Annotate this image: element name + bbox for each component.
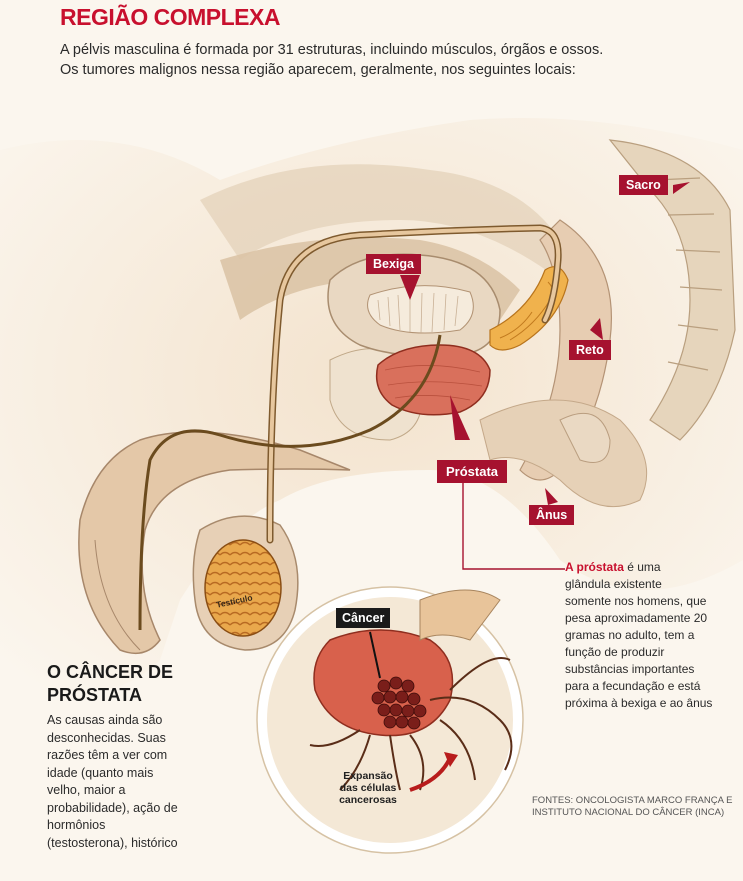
- label-cancer: Câncer: [336, 608, 391, 628]
- page-title: REGIÃO COMPLEXA: [60, 4, 280, 30]
- label-prostata: Próstata: [437, 460, 508, 483]
- prostate-note-line-0: A próstata é uma: [565, 560, 661, 574]
- prostate-note-line: somente nos homens, que: [565, 594, 707, 608]
- seminal-vesicle-shape: [489, 266, 569, 351]
- intro-line: Os tumores malignos nessa região aparece…: [60, 62, 576, 78]
- inset-magnifier: [256, 586, 524, 854]
- prostate-note-lead: A próstata: [565, 560, 624, 574]
- source-line: INSTITUTO NACIONAL DO CÂNCER (INCA): [532, 807, 725, 818]
- expansion-line: das células: [339, 782, 397, 794]
- prostate-note-line: substâncias importantes: [565, 662, 695, 676]
- cancer-title-line: O CÂNCER DE: [47, 662, 174, 682]
- cancer-body-line: (testosterona), histórico: [47, 835, 178, 850]
- intro-text: A pélvis masculina é formada por 31 estr…: [60, 40, 730, 80]
- cancer-body-line: As causas ainda são: [47, 713, 163, 727]
- vessels: [309, 657, 513, 791]
- label-anus: Ânus: [529, 505, 575, 525]
- cancer-body-line: velho, maior a: [47, 783, 126, 797]
- cancer-section-body: As causas ainda são desconhecidas. Suas …: [47, 712, 197, 852]
- sources-credit: FONTES: ONCOLOGISTA MARCO FRANÇA E INSTI…: [532, 795, 737, 819]
- source-line: FONTES: ONCOLOGISTA MARCO FRANÇA E: [532, 795, 733, 806]
- cancer-cells-cluster: [371, 676, 427, 730]
- expansion-line: cancerosas: [339, 794, 397, 806]
- prostate-note-line: próxima à bexiga e ao ânus: [565, 696, 713, 710]
- cancer-body-line: probabilidade), ação de: [47, 800, 178, 815]
- prostate-note-line: glândula existente: [565, 577, 662, 591]
- prostate-note-line: função de produzir: [565, 645, 665, 659]
- cancer-body-line: desconhecidas. Suas: [47, 730, 166, 745]
- cancer-body-line: razões têm a ver com: [47, 748, 168, 762]
- urethra-shape: [138, 334, 442, 631]
- prostate-leader-line: [462, 472, 565, 570]
- expansion-line: Expansão: [343, 770, 393, 782]
- prostate-note-line: gramas no adulto, tem a: [565, 628, 695, 642]
- prostate-note-line: para a fecundação e está: [565, 679, 701, 693]
- prostate-note-line: pesa aproximadamente 20: [565, 611, 708, 625]
- label-reto: Reto: [569, 340, 611, 360]
- expansion-label: Expansão das células cancerosas: [328, 770, 408, 806]
- prostate-description: A próstata é uma glândula existente some…: [565, 559, 740, 712]
- cancer-title-line: PRÓSTATA: [47, 685, 142, 705]
- cancer-body-line: idade (quanto mais: [47, 765, 154, 780]
- testicle-shape: [204, 539, 282, 637]
- cancer-body-line: hormônios: [47, 818, 106, 832]
- label-sacro: Sacro: [619, 175, 668, 195]
- label-bexiga: Bexiga: [366, 254, 421, 274]
- intro-line: A pélvis masculina é formada por 31 estr…: [60, 42, 604, 58]
- prostate-shape: [375, 344, 491, 416]
- bladder-shape: [327, 253, 501, 357]
- cancer-section-title: O CÂNCER DE PRÓSTATA: [47, 661, 173, 707]
